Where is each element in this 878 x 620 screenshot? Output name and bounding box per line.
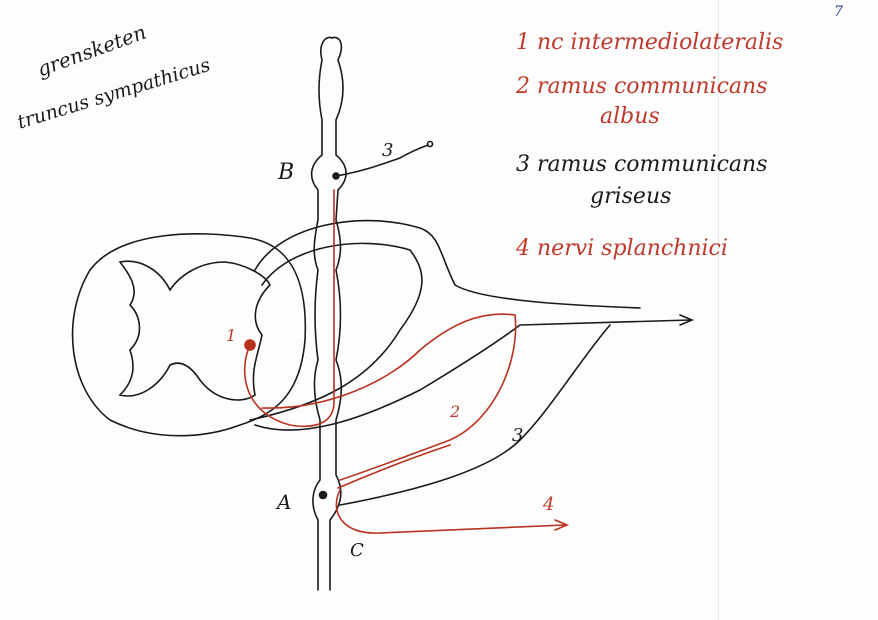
label-ganglion-A: A <box>277 490 292 514</box>
label-1: 1 <box>226 326 237 345</box>
legend-text: ramus communicans <box>537 152 768 177</box>
legend-item-4: 4 nervi splanchnici <box>516 236 728 261</box>
ramus-albus-fiber-2 <box>337 444 451 489</box>
page-fold <box>718 0 719 620</box>
label-2: 2 <box>450 402 461 421</box>
nucleus-intermediolateralis <box>244 339 256 351</box>
arrow-head <box>679 314 695 326</box>
label-4: 4 <box>543 494 555 515</box>
legend-item-1: 1 nc intermediolateralis <box>516 30 783 55</box>
legend-text: ramus communicans <box>537 74 768 99</box>
grey-matter <box>118 260 271 401</box>
label-C: C <box>350 540 364 561</box>
legend-text-3b: griseus <box>590 184 672 209</box>
trunk-right-edge <box>329 36 347 591</box>
ramus-griseus-B <box>335 144 429 177</box>
ramus-albus-fiber <box>261 313 517 481</box>
label-3-top: 3 <box>382 140 394 161</box>
legend-num: 1 <box>516 30 530 55</box>
ramus-griseus-path <box>339 324 611 506</box>
legend-num: 4 <box>516 236 530 261</box>
spinal-nerve-inner <box>249 242 423 421</box>
splanchnic-arrow <box>554 519 570 531</box>
spinal-nerve-outer <box>254 219 641 309</box>
preganglionic-fiber <box>243 189 335 427</box>
legend-num: 2 <box>516 74 530 99</box>
spinal-cord-outline <box>71 233 307 437</box>
label-ganglion-B: B <box>278 160 295 185</box>
splanchnic-nerve <box>335 489 566 534</box>
legend-text: nc intermediolateralis <box>537 30 784 55</box>
legend-text: nervi splanchnici <box>537 236 728 261</box>
trunk-left-edge <box>310 36 333 591</box>
page-number: 7 <box>834 4 843 20</box>
ventral-ramus <box>254 319 691 431</box>
legend-text-2b: albus <box>600 104 660 129</box>
label-3-bottom: 3 <box>512 425 524 446</box>
legend-num: 3 <box>516 152 530 177</box>
legend-item-2: 2 ramus communicans <box>516 74 768 99</box>
legend-item-3: 3 ramus communicans <box>516 152 768 177</box>
